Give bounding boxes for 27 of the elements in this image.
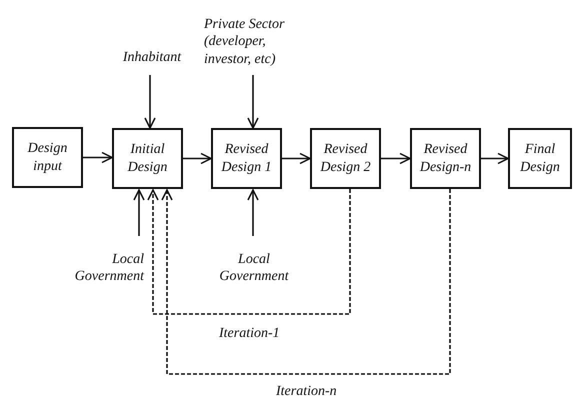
stage-label: Revised Design 1 — [220, 141, 273, 176]
process-box — [310, 128, 381, 189]
process-box — [112, 128, 183, 189]
arrow — [144, 75, 156, 129]
arrow — [247, 189, 259, 236]
arrow — [481, 152, 509, 164]
process-box — [410, 128, 481, 189]
process-box — [211, 128, 282, 189]
actor-label: Local Government — [74, 250, 144, 286]
arrow — [282, 152, 311, 164]
arrow — [381, 152, 411, 164]
actor-label: Inhabitant — [122, 49, 182, 67]
arrow — [133, 189, 145, 236]
feedback-arrow — [147, 189, 351, 315]
arrow — [183, 152, 212, 164]
arrow — [83, 152, 113, 164]
stage-label: Final Design — [519, 141, 561, 176]
actor-label: Private Sector (developer, investor, etc) — [204, 16, 286, 68]
stage-label: Revised Design-n — [418, 141, 472, 176]
process-box — [508, 128, 572, 189]
arrow — [247, 75, 259, 129]
stage-label: Revised Design 2 — [319, 141, 372, 176]
actor-label: Local Government — [218, 250, 290, 286]
feedback-arrow — [161, 189, 451, 375]
stage-label: Initial Design — [126, 141, 168, 176]
stage-label: Design input — [26, 140, 68, 175]
process-box — [12, 127, 83, 188]
